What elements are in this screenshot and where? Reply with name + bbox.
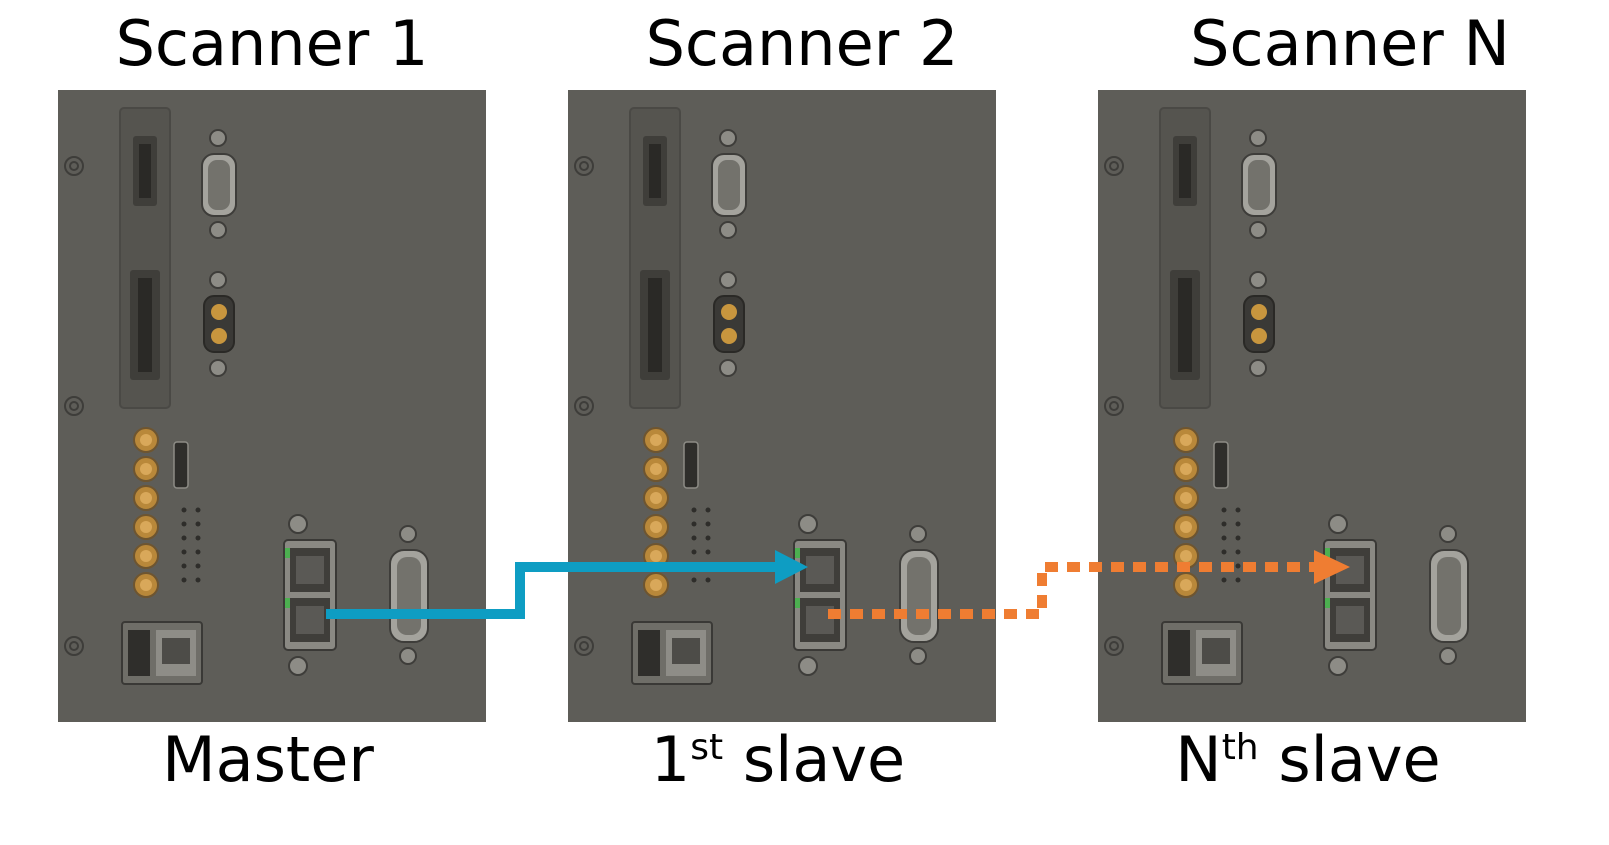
scanner-1-title: Scanner 1 [115, 7, 429, 80]
scanner-n-panel [1097, 89, 1527, 723]
scanner-2-panel [567, 89, 997, 723]
role-number: N [1175, 723, 1222, 796]
role-slave-label: slave [1258, 723, 1441, 796]
role-ordinal-suffix: st [690, 727, 724, 768]
scanner-n-title: Scanner N [1190, 7, 1510, 80]
role-number: 1 [650, 723, 691, 796]
scanner-2-title: Scanner 2 [645, 7, 959, 80]
role-master-label: Master [162, 723, 374, 796]
role-ordinal-suffix: th [1221, 727, 1259, 768]
scanner-1-role: Master [58, 722, 478, 798]
scanner-n-role: Nth slave [1098, 722, 1518, 798]
scanner-2-role: 1st slave [568, 722, 988, 798]
scanner-1-panel [57, 89, 487, 723]
slave-chain-link [828, 550, 1350, 619]
role-slave-label: slave [723, 723, 906, 796]
master-to-slave-link [326, 550, 808, 619]
